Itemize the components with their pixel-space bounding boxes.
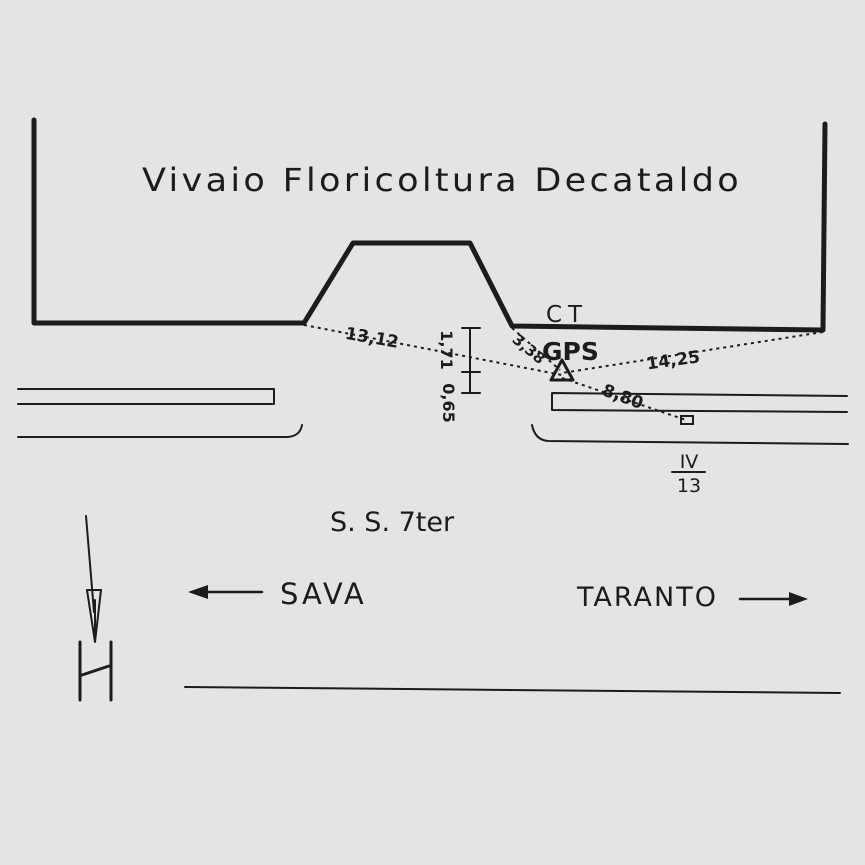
measurement-vertical-lower: 0,65: [439, 383, 458, 422]
measurement-lower: 8,80: [599, 381, 645, 414]
road-edges: [17, 388, 849, 694]
gps-triangle-icon: [549, 358, 575, 382]
gps-label: GPS: [542, 337, 599, 366]
direction-arrow-left-icon: [188, 585, 264, 599]
property-boundary: [31, 117, 828, 333]
direction-left-label: Sava: [280, 577, 367, 611]
dotted-line-right: [561, 331, 824, 374]
measurement-right: 14,25: [645, 347, 701, 374]
dotted-line-left: [303, 324, 563, 376]
measurement-lines: [303, 324, 824, 421]
vertical-dimension: [461, 327, 481, 394]
direction-right-label: Taranto: [576, 582, 718, 613]
page-title: Vivaio Floricoltura Decataldo: [142, 161, 742, 199]
direction-arrow-right-icon: [738, 592, 808, 606]
north-arrow-icon: [78, 515, 113, 702]
road-name: S. S. 7ter: [330, 507, 455, 538]
measurement-vertical-upper: 1,71: [437, 330, 456, 369]
km-marker-bottom: 13: [677, 475, 701, 497]
road-edge-right-lower: [531, 424, 849, 445]
road-edge-left-lower: [17, 424, 303, 438]
measurement-left: 13,12: [344, 324, 400, 353]
km-marker-top: IV: [680, 451, 699, 473]
road-edge-bottom: [184, 686, 841, 694]
dotted-line-lower: [561, 377, 687, 421]
km-stone-icon: [680, 415, 694, 425]
road-island-left: [17, 388, 275, 405]
ct-label: CT: [546, 302, 588, 328]
road-island-right: [551, 392, 848, 413]
